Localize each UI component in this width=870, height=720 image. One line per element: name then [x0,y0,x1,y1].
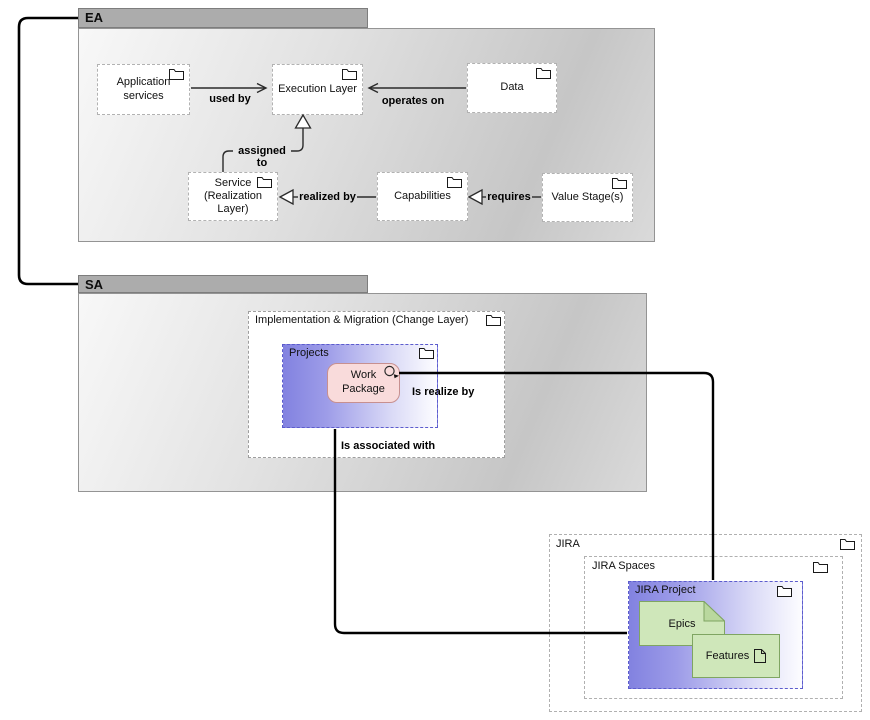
node-work-package[interactable]: Work Package [327,363,400,403]
document-icon [754,649,767,663]
relation-label-realized-by: realized by [299,191,356,203]
node-label: Application services [116,76,171,102]
relation-label-operates-on: operates on [381,95,445,107]
node-label: Features [705,650,750,662]
node-label: Execution Layer [278,82,357,95]
node-label: Capabilities [394,189,451,202]
folder-icon [813,562,828,573]
folder-icon [486,315,501,326]
folder-icon [169,69,184,80]
node-value-stages[interactable]: Value Stage(s) [542,173,633,222]
folder-icon [419,348,434,359]
folder-icon [342,69,357,80]
folder-icon [536,68,551,79]
node-execution-layer[interactable]: Execution Layer [272,64,363,115]
folder-icon [840,539,855,550]
node-capabilities[interactable]: Capabilities [377,172,468,221]
node-application-services[interactable]: Application services [97,64,190,115]
connector-ea-sa [17,16,78,286]
ea-package-tab[interactable]: EA [78,8,368,28]
relation-label-used-by: used by [209,93,251,105]
circular-arrow-icon[interactable] [383,365,400,379]
node-data[interactable]: Data [467,63,557,113]
folder-icon [612,178,627,189]
connector-label-is-associated-with: Is associated with [341,440,436,452]
node-label: Service (Realization Layer) [203,176,263,216]
relation-label-assigned-to: assigned to [238,145,286,169]
node-label: Work Package [342,369,385,395]
folder-icon [447,177,462,188]
package-jira-project-label: JIRA Project [635,584,696,596]
node-label: Data [500,81,524,94]
ea-package-title: EA [85,10,104,25]
node-features[interactable]: Features [692,634,780,678]
folder-icon [257,177,272,188]
sa-package-tab[interactable]: SA [78,275,368,293]
frame-implementation-migration-label: Implementation & Migration (Change Layer… [255,314,469,326]
frame-jira-spaces-label: JIRA Spaces [592,560,655,572]
package-projects-label: Projects [289,347,329,359]
frame-jira-label: JIRA [556,538,580,550]
relation-label-requires: requires [487,191,531,203]
node-epics-label: Epics [668,617,696,630]
folder-icon [777,586,792,597]
node-label: Value Stage(s) [551,190,624,203]
sa-package-title: SA [85,277,104,292]
node-service-realization-layer[interactable]: Service (Realization Layer) [188,172,278,221]
connector-label-is-realize-by: Is realize by [412,386,475,398]
